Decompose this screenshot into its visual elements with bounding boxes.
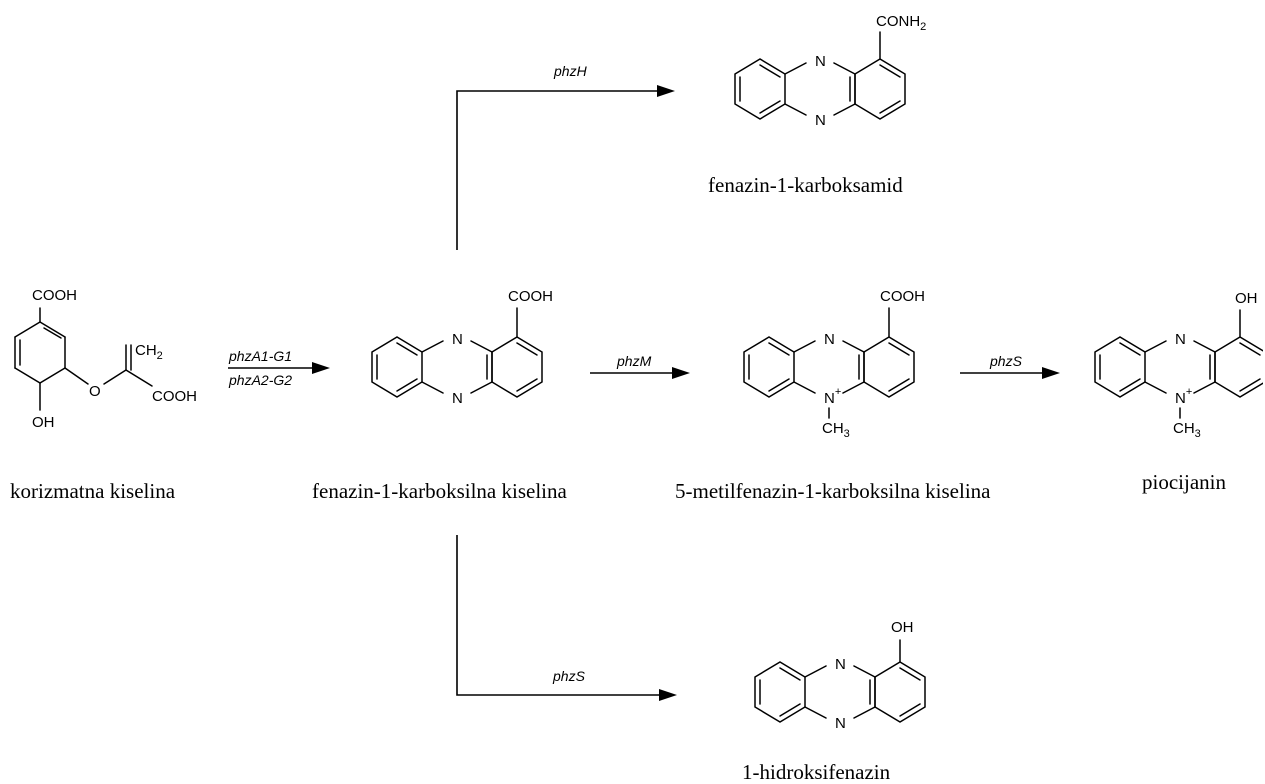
arrow-pca-to-hydroxyphenazine bbox=[456, 535, 677, 701]
enzyme-label-phzs-bottom: phzS bbox=[552, 668, 586, 684]
n-atom-label: N bbox=[1175, 331, 1186, 348]
n-plus-atom-label: N+ bbox=[1175, 386, 1192, 407]
enzyme-label-phzm: phzM bbox=[616, 353, 652, 369]
oh-label: OH bbox=[891, 619, 914, 636]
n-atom-label: N bbox=[835, 656, 846, 673]
arrow-methyl-pca-to-pyocyanin bbox=[960, 367, 1060, 379]
arrow-pca-to-methyl-pca bbox=[590, 367, 690, 379]
enzyme-label-phza1: phzA1-G1 bbox=[228, 348, 292, 364]
chorismic-acid-structure bbox=[14, 307, 153, 411]
cooh-label: COOH bbox=[32, 287, 77, 304]
compound-name-hydroxyphenazine: 1-hidroksifenazin bbox=[742, 760, 891, 784]
compound-name-pyocyanin: piocijanin bbox=[1142, 470, 1226, 494]
oh-label: OH bbox=[1235, 290, 1258, 307]
cooh-label: COOH bbox=[880, 288, 925, 305]
arrow-pca-to-carboxamide bbox=[456, 85, 675, 250]
n-atom-label: N bbox=[815, 112, 826, 129]
oh-label: OH bbox=[32, 414, 55, 431]
ch3-label: CH3 bbox=[822, 420, 850, 440]
cooh-label: COOH bbox=[508, 288, 553, 305]
n-atom-label: N bbox=[815, 53, 826, 70]
n-atom-label: N bbox=[835, 715, 846, 732]
conh2-label: CONH2 bbox=[876, 13, 926, 33]
compound-name-pca: fenazin-1-karboksilna kiselina bbox=[312, 479, 567, 503]
compound-name-methyl-pca: 5-metilfenazin-1-karboksilna kiselina bbox=[675, 479, 991, 503]
enzyme-label-phzs: phzS bbox=[989, 353, 1023, 369]
n-plus-atom-label: N+ bbox=[824, 386, 841, 407]
ch2-label: CH2 bbox=[135, 342, 163, 362]
n-atom-label: N bbox=[452, 390, 463, 407]
ch3-label: CH3 bbox=[1173, 420, 1201, 440]
compound-name-chorismic-acid: korizmatna kiselina bbox=[10, 479, 176, 503]
enzyme-label-phzh: phzH bbox=[553, 63, 588, 79]
cooh-label: COOH bbox=[152, 388, 197, 405]
enzyme-label-phza2: phzA2-G2 bbox=[228, 372, 292, 388]
n-atom-label: N bbox=[452, 331, 463, 348]
ether-o-label: O bbox=[89, 383, 101, 400]
compound-name-carboxamide: fenazin-1-karboksamid bbox=[708, 173, 903, 197]
arrow-chorismic-to-pca bbox=[228, 362, 330, 374]
n-atom-label: N bbox=[824, 331, 835, 348]
